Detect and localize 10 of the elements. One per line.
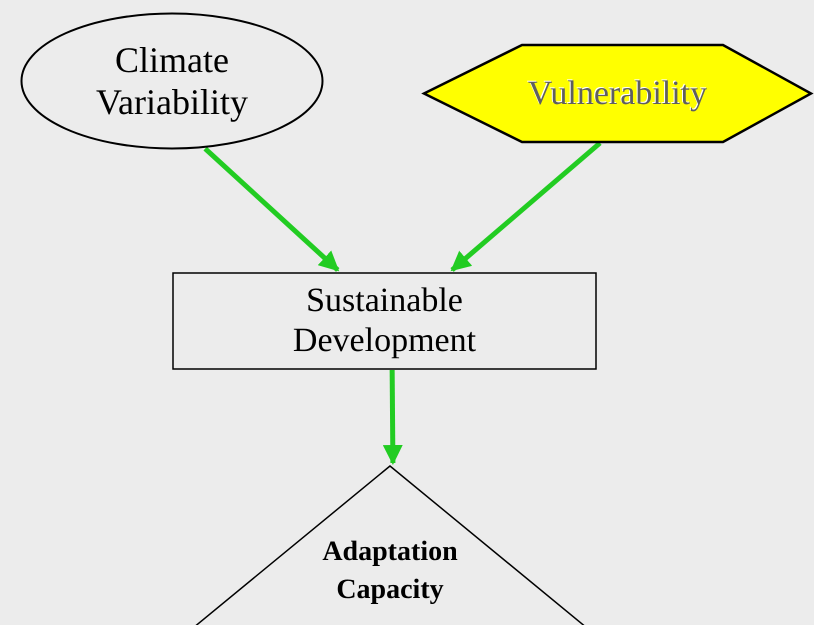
arrow (203, 146, 340, 272)
ellipse-node (20, 12, 324, 150)
node-label: Vulnerability (528, 74, 708, 114)
arrow (382, 370, 403, 465)
node-label: Climate Variability (95, 39, 249, 123)
process-box (172, 272, 597, 370)
node-label: Adaptation Capacity (321, 535, 459, 607)
node-label: Sustainable Development (292, 281, 478, 361)
hexagon-node (423, 44, 812, 143)
arrow (450, 141, 602, 272)
